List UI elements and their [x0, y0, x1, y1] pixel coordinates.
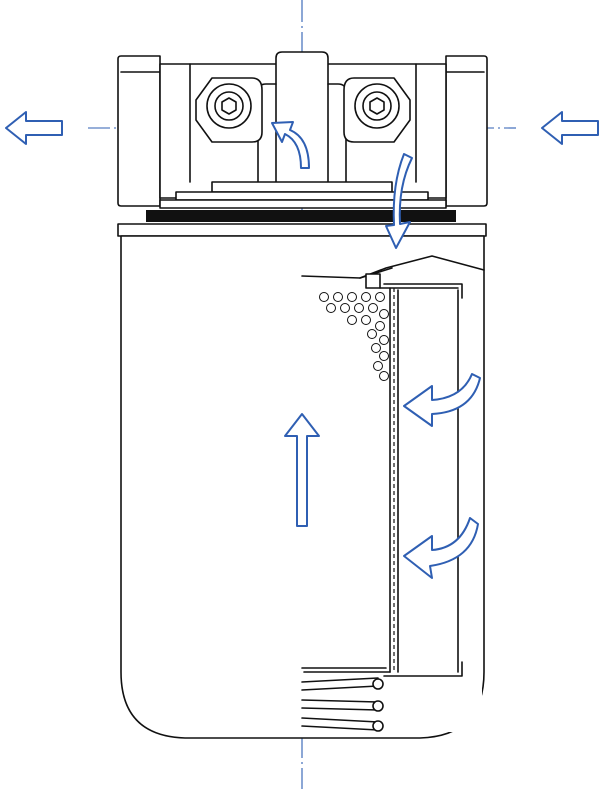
- inlet-down-arrow-icon: [385, 153, 413, 249]
- mounting-bolt-left: [195, 77, 263, 143]
- flow-arrows: [5, 111, 599, 579]
- filter-head: [117, 51, 488, 209]
- bypass-spring: [301, 677, 384, 732]
- bypass-holes: [319, 292, 389, 381]
- cutaway-section: [301, 252, 485, 732]
- inlet-arrow-icon: [541, 111, 599, 145]
- media-flow-arrow-lower-icon: [403, 517, 479, 579]
- media-flow-arrow-upper-icon: [403, 373, 481, 427]
- seal-gasket: [117, 210, 487, 237]
- flow-up-arrow-icon: [284, 413, 320, 527]
- head-return-arrow-icon: [271, 121, 310, 169]
- outlet-arrow-icon: [5, 111, 63, 145]
- mounting-bolt-right: [343, 77, 411, 143]
